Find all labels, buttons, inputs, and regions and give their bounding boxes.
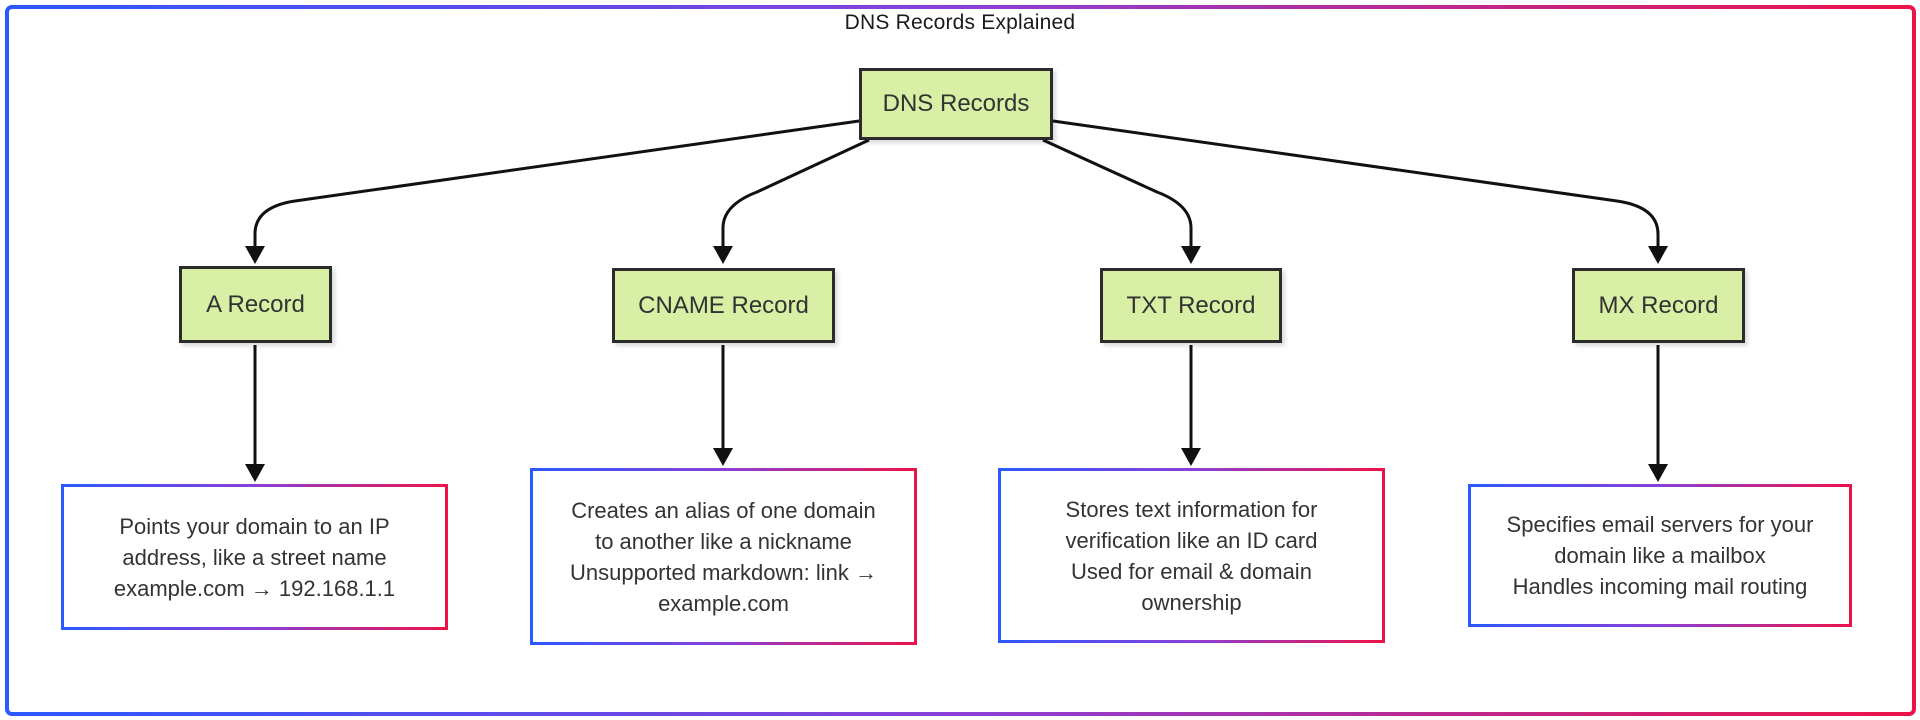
description-a-record: Points your domain to an IP address, lik… xyxy=(61,484,448,630)
description-cname-record: Creates an alias of one domain to anothe… xyxy=(530,468,917,645)
description-mx-record: Specifies email servers for your domain … xyxy=(1468,484,1852,627)
node-dns-records: DNS Records xyxy=(859,68,1053,140)
node-txt-record-label: TXT Record xyxy=(1126,291,1256,319)
description-txt-record-text: Stores text information for verification… xyxy=(1065,496,1318,615)
node-cname-record-label: CNAME Record xyxy=(638,291,809,319)
description-a-record-text: Points your domain to an IP address, lik… xyxy=(113,513,396,601)
node-a-record-label: A Record xyxy=(206,290,305,318)
node-mx-record: MX Record xyxy=(1572,268,1745,343)
node-txt-record: TXT Record xyxy=(1100,268,1282,343)
diagram-title: DNS Records Explained xyxy=(844,11,1076,34)
node-dns-records-label: DNS Records xyxy=(882,90,1030,117)
description-txt-record: Stores text information for verification… xyxy=(998,468,1385,643)
description-mx-record-text: Specifies email servers for your domain … xyxy=(1506,512,1814,599)
description-cname-record-text: Creates an alias of one domain to anothe… xyxy=(570,497,877,616)
node-a-record: A Record xyxy=(179,266,332,343)
node-cname-record: CNAME Record xyxy=(612,268,835,343)
node-mx-record-label: MX Record xyxy=(1598,291,1719,319)
